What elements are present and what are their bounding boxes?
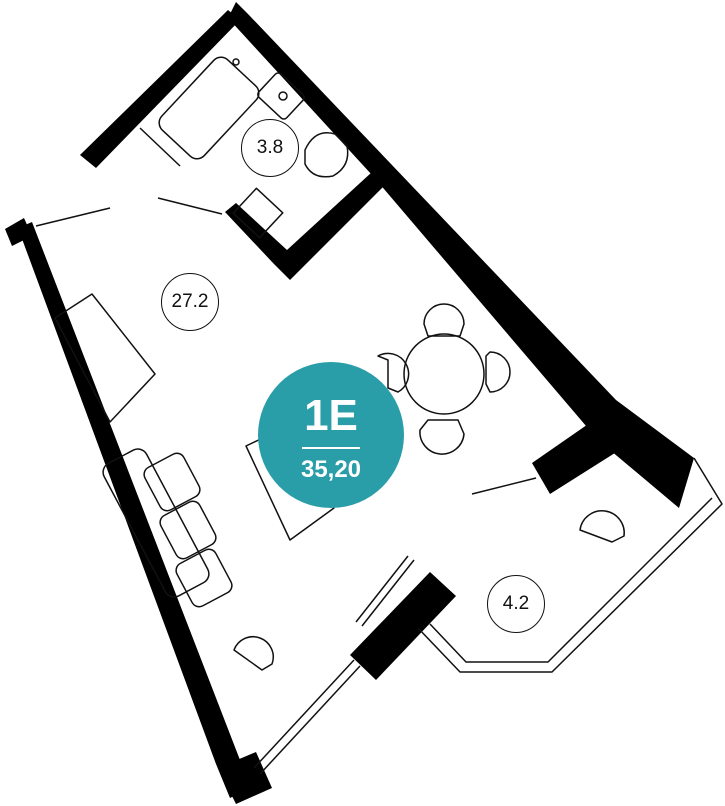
apartment-badge: 1E 35,20 [258, 362, 404, 508]
bathtub [158, 56, 260, 160]
sink-drain [278, 91, 288, 101]
toilet [304, 132, 349, 178]
apartment-code: 1E [304, 390, 358, 440]
bathtub-drain [232, 58, 240, 66]
dining-chairs [377, 303, 511, 455]
fixtures [35, 56, 723, 775]
armchair [233, 636, 274, 671]
bathroom-door-leaf [157, 197, 223, 215]
dining-table [403, 333, 485, 415]
entrance-door-leaf [35, 207, 111, 227]
wall-column [532, 420, 626, 494]
badge-divider [302, 446, 360, 449]
wall-balcony-block [350, 572, 456, 680]
wall-bathroom-south [225, 172, 386, 280]
sink [257, 72, 305, 120]
room-area-balcony: 4.2 [487, 575, 545, 633]
wardrobe [54, 293, 156, 423]
walls [5, 2, 694, 804]
window-bathroom [139, 127, 181, 167]
window-south-inner [259, 665, 361, 775]
balcony-railing-inner [429, 497, 713, 663]
balcony-railing-outer [417, 457, 723, 673]
tv-unit [355, 555, 409, 623]
sofa [102, 448, 233, 608]
wall-bathroom-west [80, 10, 240, 168]
balcony-chair [579, 510, 625, 543]
wall-south-corner [218, 752, 272, 804]
washing-machine [232, 187, 284, 239]
window-south [253, 659, 355, 769]
tv-unit-edge [361, 559, 415, 627]
apartment-total-area: 35,20 [300, 455, 362, 483]
balcony-door-leaf [471, 477, 537, 495]
wall-west [18, 222, 262, 798]
room-area-bathroom: 3.8 [241, 119, 299, 177]
wall-north-east [228, 2, 694, 508]
room-area-living: 27.2 [161, 273, 219, 331]
